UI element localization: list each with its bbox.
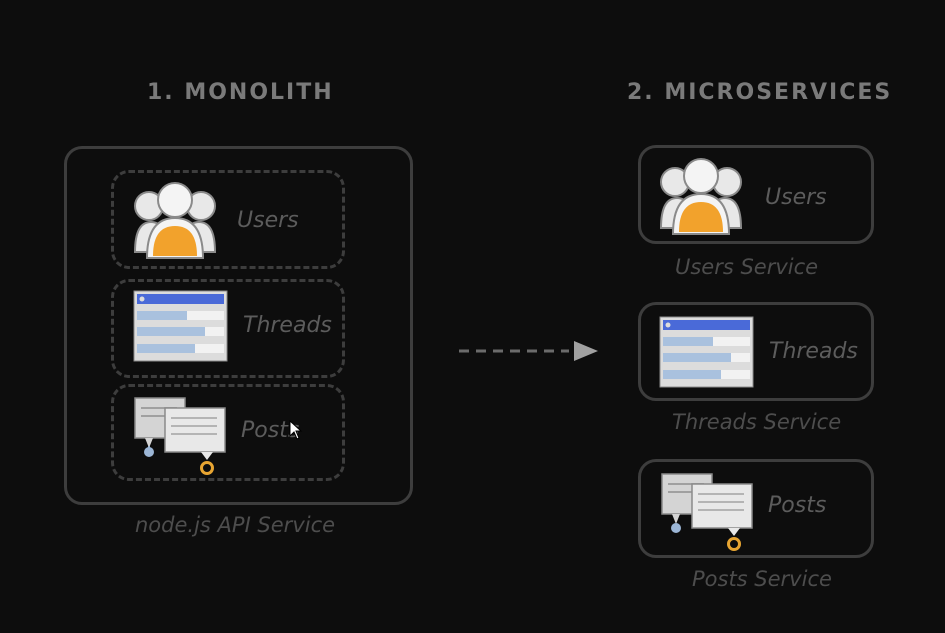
users-service-caption: Users Service [675, 255, 819, 279]
posts-icon [133, 396, 229, 478]
monolith-threads-label: Threads [243, 313, 332, 338]
monolith-threads-module [111, 279, 345, 378]
mouse-cursor-icon [289, 420, 303, 440]
users-service-label: Users [765, 185, 827, 210]
monolith-caption: node.js API Service [135, 513, 336, 537]
users-icon [659, 156, 743, 236]
users-service-box [638, 145, 874, 244]
threads-service-caption: Threads Service [672, 410, 842, 434]
monolith-users-module [111, 170, 345, 269]
monolith-posts-module [111, 384, 345, 481]
monolith-users-label: Users [237, 208, 299, 233]
posts-service-label: Posts [768, 493, 827, 518]
posts-icon [660, 472, 756, 554]
threads-icon [133, 290, 228, 362]
threads-icon [659, 316, 754, 388]
users-icon [133, 180, 217, 260]
threads-service-label: Threads [769, 339, 858, 364]
threads-service-box [638, 302, 874, 401]
monolith-container [64, 146, 413, 505]
posts-service-caption: Posts Service [692, 567, 832, 591]
microservices-heading: 2. MICROSERVICES [627, 80, 893, 105]
arrow-right-icon [457, 338, 602, 364]
posts-service-box [638, 459, 874, 558]
monolith-heading: 1. MONOLITH [147, 80, 334, 105]
